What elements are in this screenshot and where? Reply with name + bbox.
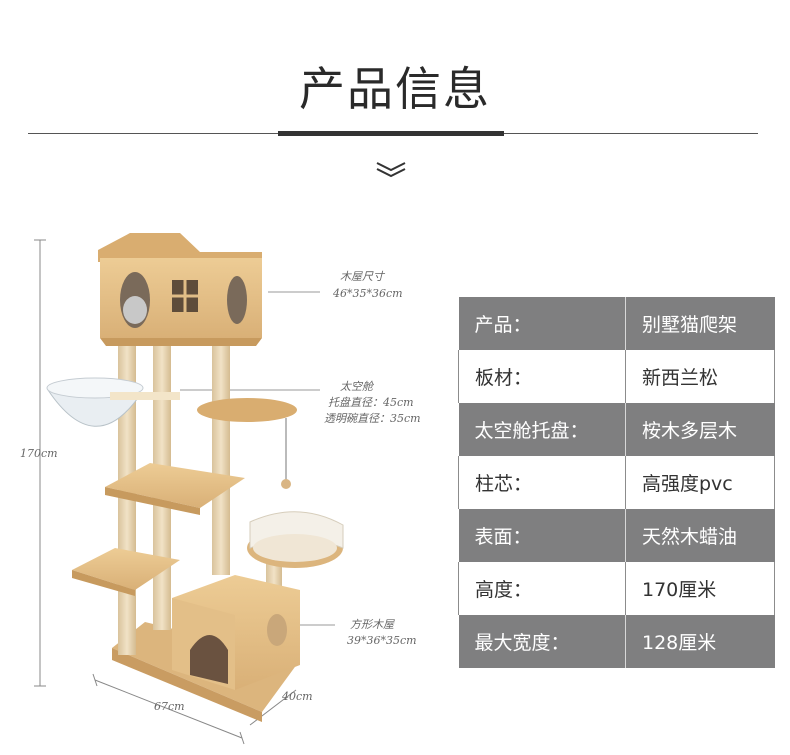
wood-house-label: 木屋尺寸	[340, 270, 384, 283]
height-label: 170cm	[20, 447, 58, 460]
round-cat-bed	[247, 511, 344, 568]
double-chevron-down-icon	[376, 162, 406, 178]
spec-label: 太空舱托盘：	[458, 403, 626, 456]
width-label: 67cm	[154, 700, 185, 713]
table-row: 太空舱托盘： 桉木多层木	[458, 403, 775, 456]
table-row: 表面： 天然木蜡油	[458, 509, 775, 562]
spec-label: 最大宽度：	[458, 615, 626, 668]
spec-value: 128厘米	[625, 615, 775, 668]
table-row: 板材： 新西兰松	[458, 350, 775, 403]
spec-label: 表面：	[458, 509, 626, 562]
table-row: 高度： 170厘米	[458, 562, 775, 615]
bowl-diameter: 透明碗直径：35cm	[324, 412, 421, 425]
table-row: 产品： 别墅猫爬架	[458, 297, 775, 350]
table-row: 柱芯： 高强度pvc	[458, 456, 775, 509]
spec-label: 板材：	[458, 350, 626, 403]
height-dimension-line	[34, 239, 46, 687]
title-underline	[278, 131, 504, 136]
space-capsule-label: 太空舱	[340, 380, 373, 393]
sisal-post	[212, 340, 230, 575]
square-wood-house	[172, 575, 300, 690]
spec-value: 别墅猫爬架	[625, 297, 775, 350]
depth-label: 40cm	[282, 690, 313, 703]
cat-tree-illustration	[34, 233, 344, 745]
page-title: 产品信息	[299, 62, 491, 116]
spec-table: 产品： 别墅猫爬架 板材： 新西兰松 太空舱托盘： 桉木多层木 柱芯： 高强度p…	[458, 297, 775, 668]
spec-value: 新西兰松	[625, 350, 775, 403]
spec-label: 高度：	[458, 562, 626, 615]
spec-value: 170厘米	[625, 562, 775, 615]
spec-value: 桉木多层木	[625, 403, 775, 456]
spec-value: 高强度pvc	[625, 456, 775, 509]
tray-diameter: 托盘直径：45cm	[328, 396, 414, 409]
top-wood-house	[98, 233, 262, 346]
square-house-size: 39*36*35cm	[347, 634, 417, 647]
table-row: 最大宽度： 128厘米	[458, 615, 775, 668]
wood-house-size: 46*35*36cm	[333, 287, 403, 300]
spec-label: 柱芯：	[458, 456, 626, 509]
spec-value: 天然木蜡油	[625, 509, 775, 562]
spec-label: 产品：	[458, 297, 626, 350]
space-capsule	[46, 377, 180, 427]
width-dimension-line	[92, 673, 245, 745]
square-house-label: 方形木屋	[350, 618, 394, 631]
